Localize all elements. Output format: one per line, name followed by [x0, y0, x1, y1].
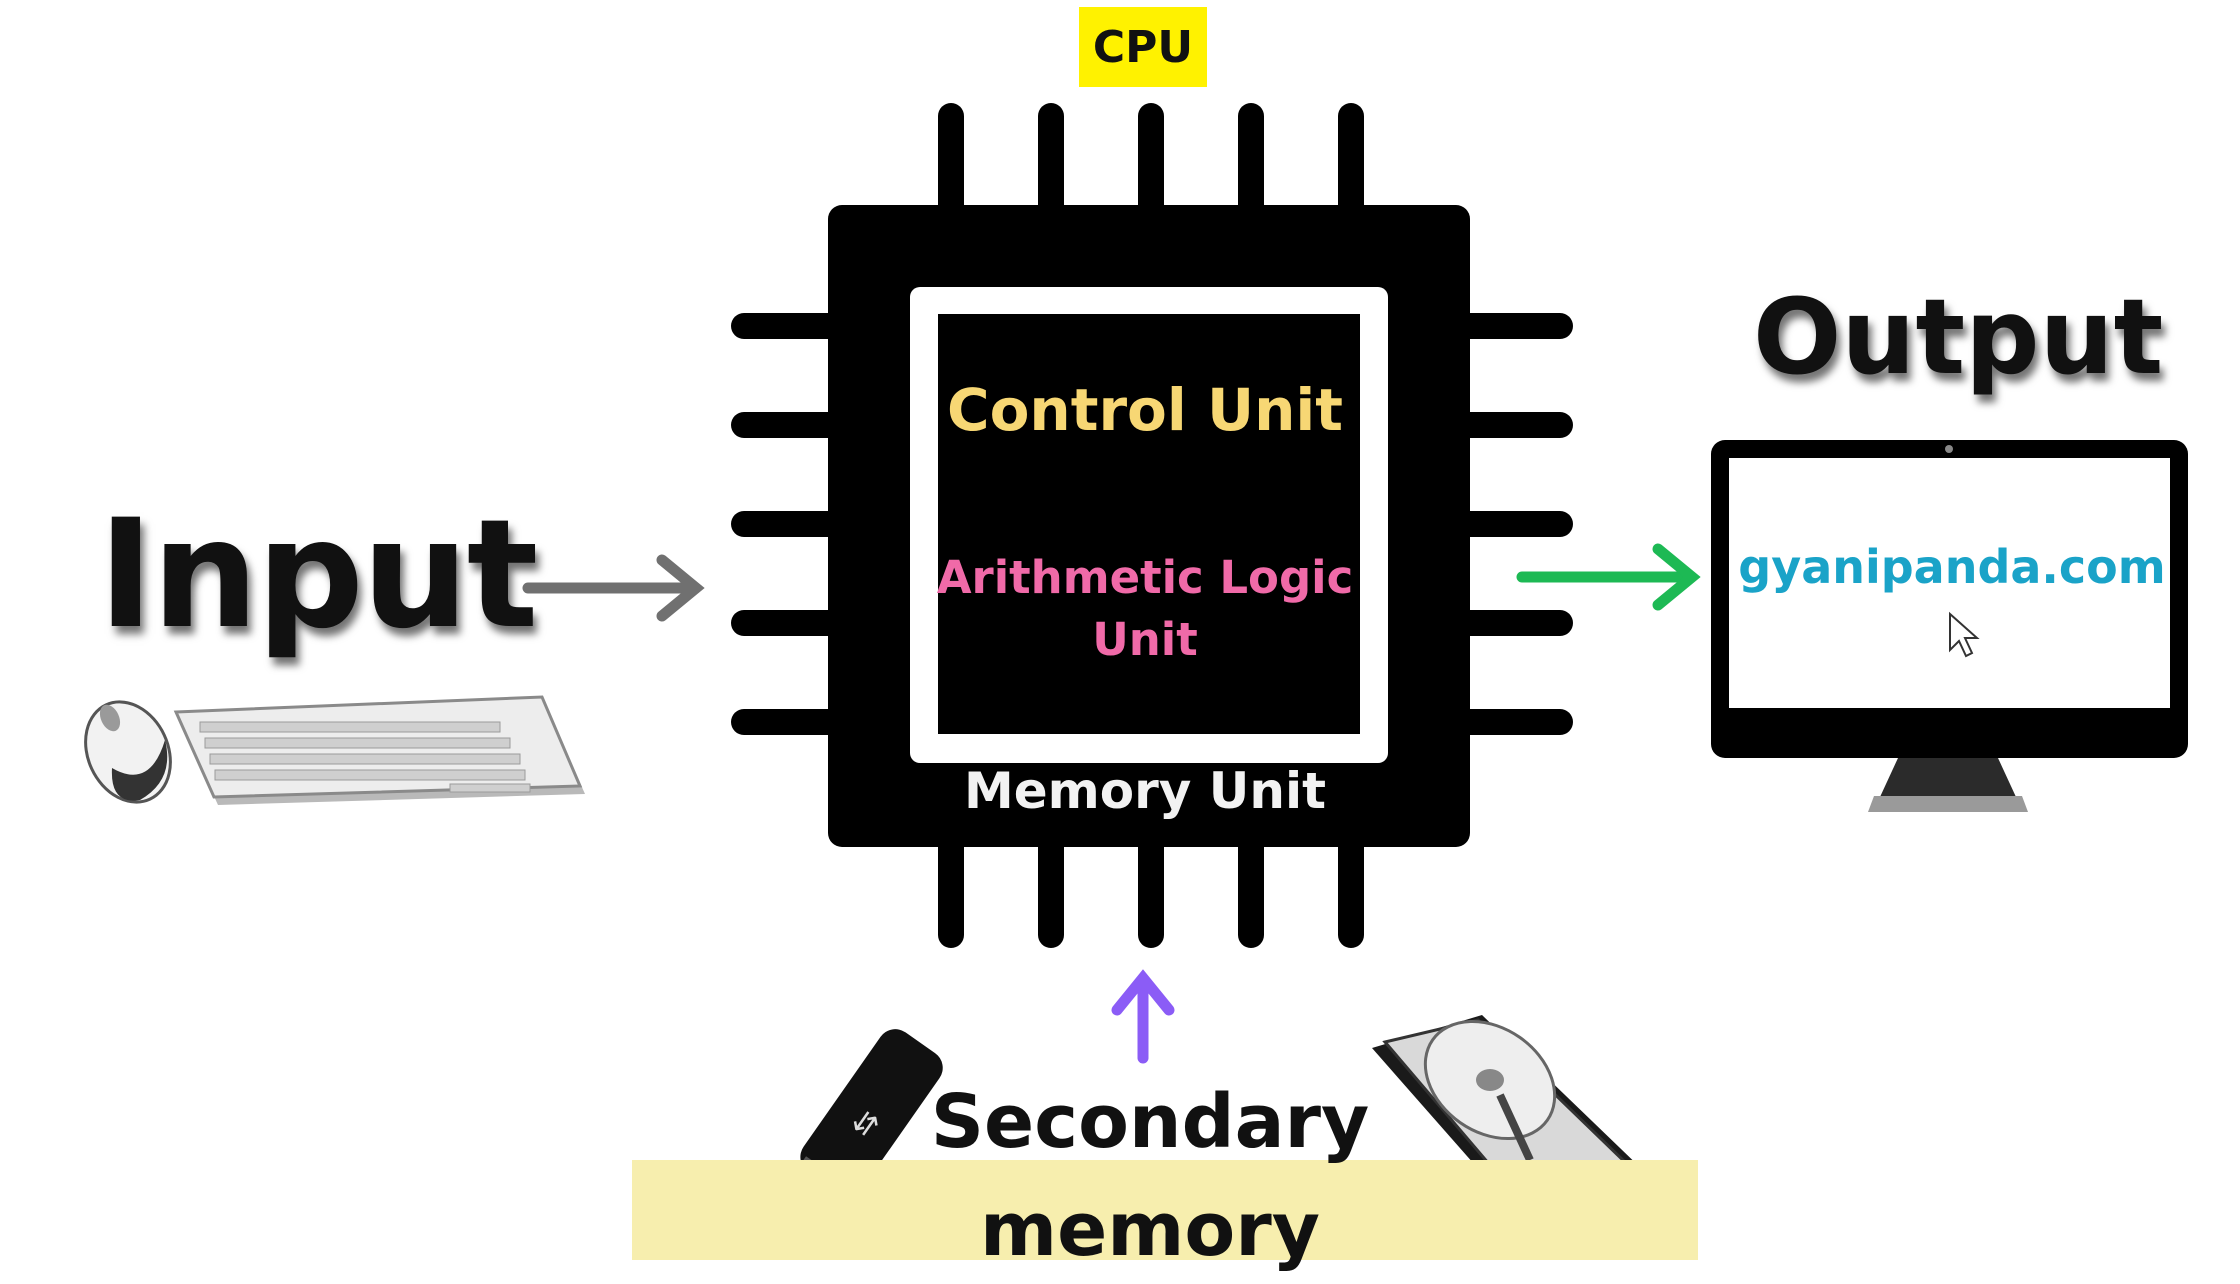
chip-core [938, 314, 1360, 734]
chip-bottom-pins [938, 827, 1364, 948]
secondary-memory-label: Secondary memory [930, 1079, 1370, 1273]
monitor-icon [1711, 440, 2188, 812]
control-unit-label: Control Unit [947, 376, 1343, 444]
chip-right-pins [1452, 313, 1573, 735]
secondary-arrow [1111, 969, 1175, 1064]
monitor-screen-text: gyanipanda.com [1738, 540, 2166, 594]
memory-unit-label: Memory Unit [963, 762, 1326, 820]
secondary-memory-band [632, 1160, 1698, 1260]
output-title: Output [1753, 276, 2164, 398]
input-title: Input [98, 488, 538, 662]
mouse-icon [84, 700, 172, 804]
chip-top-pins [938, 103, 1364, 223]
cpu-badge: CPU [1079, 7, 1207, 87]
keyboard-icon [173, 695, 585, 805]
cursor-icon [1949, 611, 1980, 658]
alu-label: Arithmetic Logic Unit [936, 551, 1354, 666]
output-arrow [1516, 543, 1701, 611]
chip-left-pins [731, 313, 853, 735]
input-arrow [522, 554, 705, 622]
